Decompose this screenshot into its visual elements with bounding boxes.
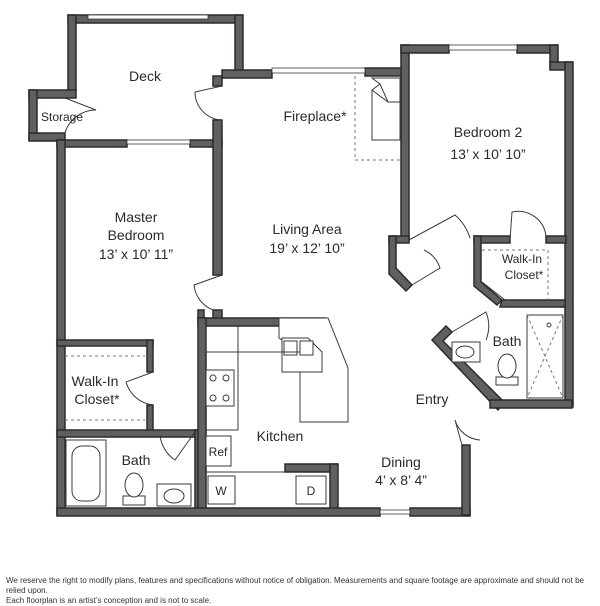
fireplace [354, 76, 401, 161]
bedroom2-dims: 13’ x 10’ 10” [450, 146, 526, 162]
dryer-label: D [307, 484, 316, 498]
walk-in-closet-master-shelving [65, 355, 145, 421]
master-label-line1: Master [115, 209, 158, 225]
bath1-label: Bath [122, 452, 151, 468]
toilet-2 [495, 353, 519, 386]
kitchen-label: Kitchen [257, 428, 304, 444]
room-labels: Deck Storage Fireplace* Bedroom 2 13’ x … [41, 68, 544, 498]
windows [87, 14, 518, 515]
storage-label: Storage [41, 110, 83, 124]
disclaimer-line-1: We reserve the right to modify plans, fe… [6, 576, 584, 595]
disclaimer: We reserve the right to modify plans, fe… [6, 576, 596, 606]
living-label: Living Area [272, 221, 341, 237]
dining-dims: 4’ x 8’ 4” [375, 472, 427, 488]
washer-label: W [215, 484, 227, 498]
kitchen-counters [205, 317, 349, 431]
walkin-master-label-line1: Walk-In [72, 373, 119, 389]
master-dims: 13’ x 10’ 11” [99, 246, 174, 262]
bedroom2-label: Bedroom 2 [454, 124, 523, 140]
deck-label: Deck [129, 68, 162, 84]
dining-label: Dining [381, 454, 421, 470]
sink-2 [451, 341, 481, 363]
refrigerator [205, 435, 232, 467]
toilet-1 [122, 472, 146, 506]
bath2-label: Bath [493, 333, 522, 349]
shower-2 [526, 314, 564, 399]
doors [64, 85, 547, 461]
washer [207, 475, 236, 505]
fireplace-label: Fireplace* [283, 108, 347, 124]
dryer [295, 475, 327, 505]
walk-in-closet-2-shelving [481, 249, 549, 301]
sink-1 [156, 483, 192, 507]
ref-label: Ref [209, 445, 228, 459]
master-label-line2: Bedroom [108, 227, 165, 243]
walkin2-label-line1: Walk-In [502, 252, 542, 266]
entry-label: Entry [416, 391, 449, 407]
walkin-master-label-line2: Closet* [74, 391, 120, 407]
disclaimer-line-2: Each floorplan is an artist’s conception… [6, 596, 212, 605]
living-dims: 19’ x 12’ 10” [269, 240, 345, 256]
bathtub [65, 439, 107, 507]
walkin2-label-line2: Closet* [505, 268, 544, 282]
